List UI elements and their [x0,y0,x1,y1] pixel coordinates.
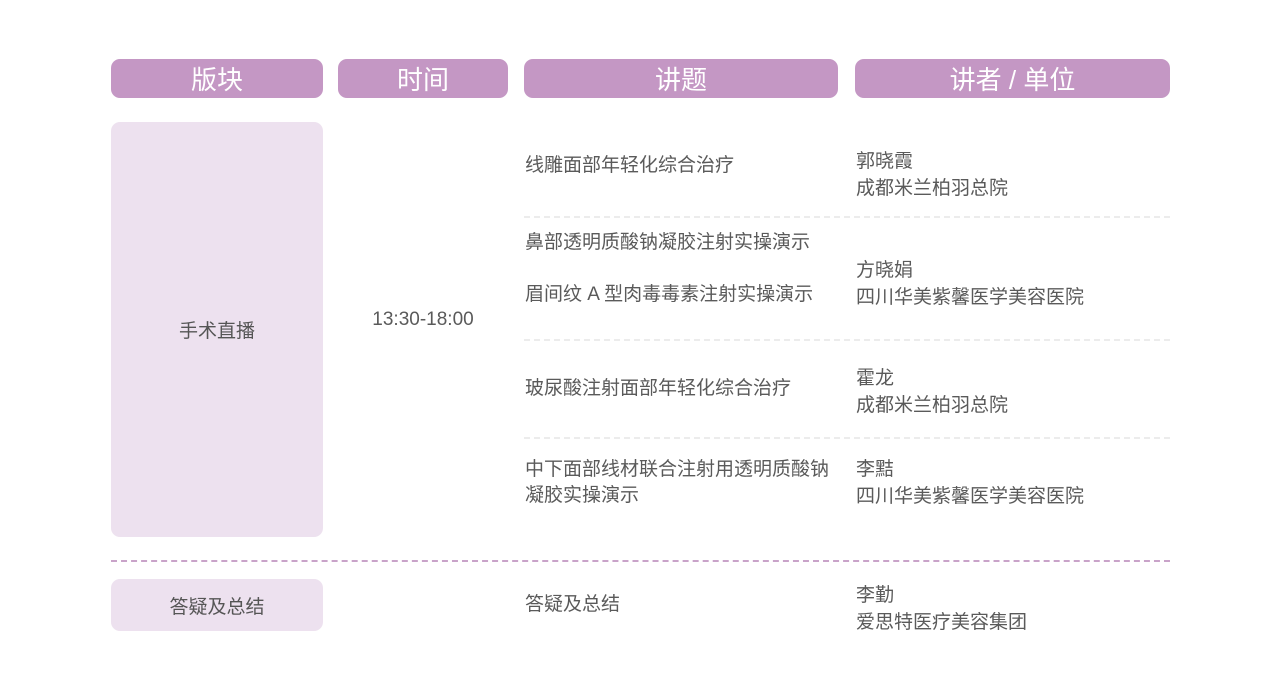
speaker-1: 郭晓霞 [856,151,914,172]
time-range: 13:30-18:00 [372,309,474,330]
section-surgery-live: 手术直播 [111,122,323,537]
org-3: 成都米兰柏羽总院 [856,395,1009,416]
topic-2a: 鼻部透明质酸钠凝胶注射实操演示 [525,232,811,253]
header-topic: 讲题 [524,59,838,98]
speaker-qa: 李勤 [856,585,895,606]
section-divider [111,560,1170,562]
header-section: 版块 [111,59,323,98]
topic-2b: 眉间纹 A 型肉毒毒素注射实操演示 [525,284,814,305]
section-qa: 答疑及总结 [111,579,323,631]
row-divider [524,437,1170,439]
header-speaker: 讲者 / 单位 [855,59,1170,98]
topic-3: 玻尿酸注射面部年轻化综合治疗 [525,378,792,399]
speaker-3: 霍龙 [856,368,895,389]
speaker-4: 李黠 [856,459,895,480]
topic-1: 线雕面部年轻化综合治疗 [525,155,735,176]
org-qa: 爱思特医疗美容集团 [856,612,1028,633]
org-4: 四川华美紫馨医学美容医院 [856,486,1085,507]
header-time: 时间 [338,59,508,98]
topic-qa: 答疑及总结 [525,594,621,615]
row-divider [524,216,1170,218]
topic-4: 中下面部线材联合注射用透明质酸钠凝胶实操演示 [525,459,830,506]
org-2: 四川华美紫馨医学美容医院 [856,287,1085,308]
speaker-2: 方晓娟 [856,260,914,281]
org-1: 成都米兰柏羽总院 [856,178,1009,199]
row-divider [524,339,1170,341]
